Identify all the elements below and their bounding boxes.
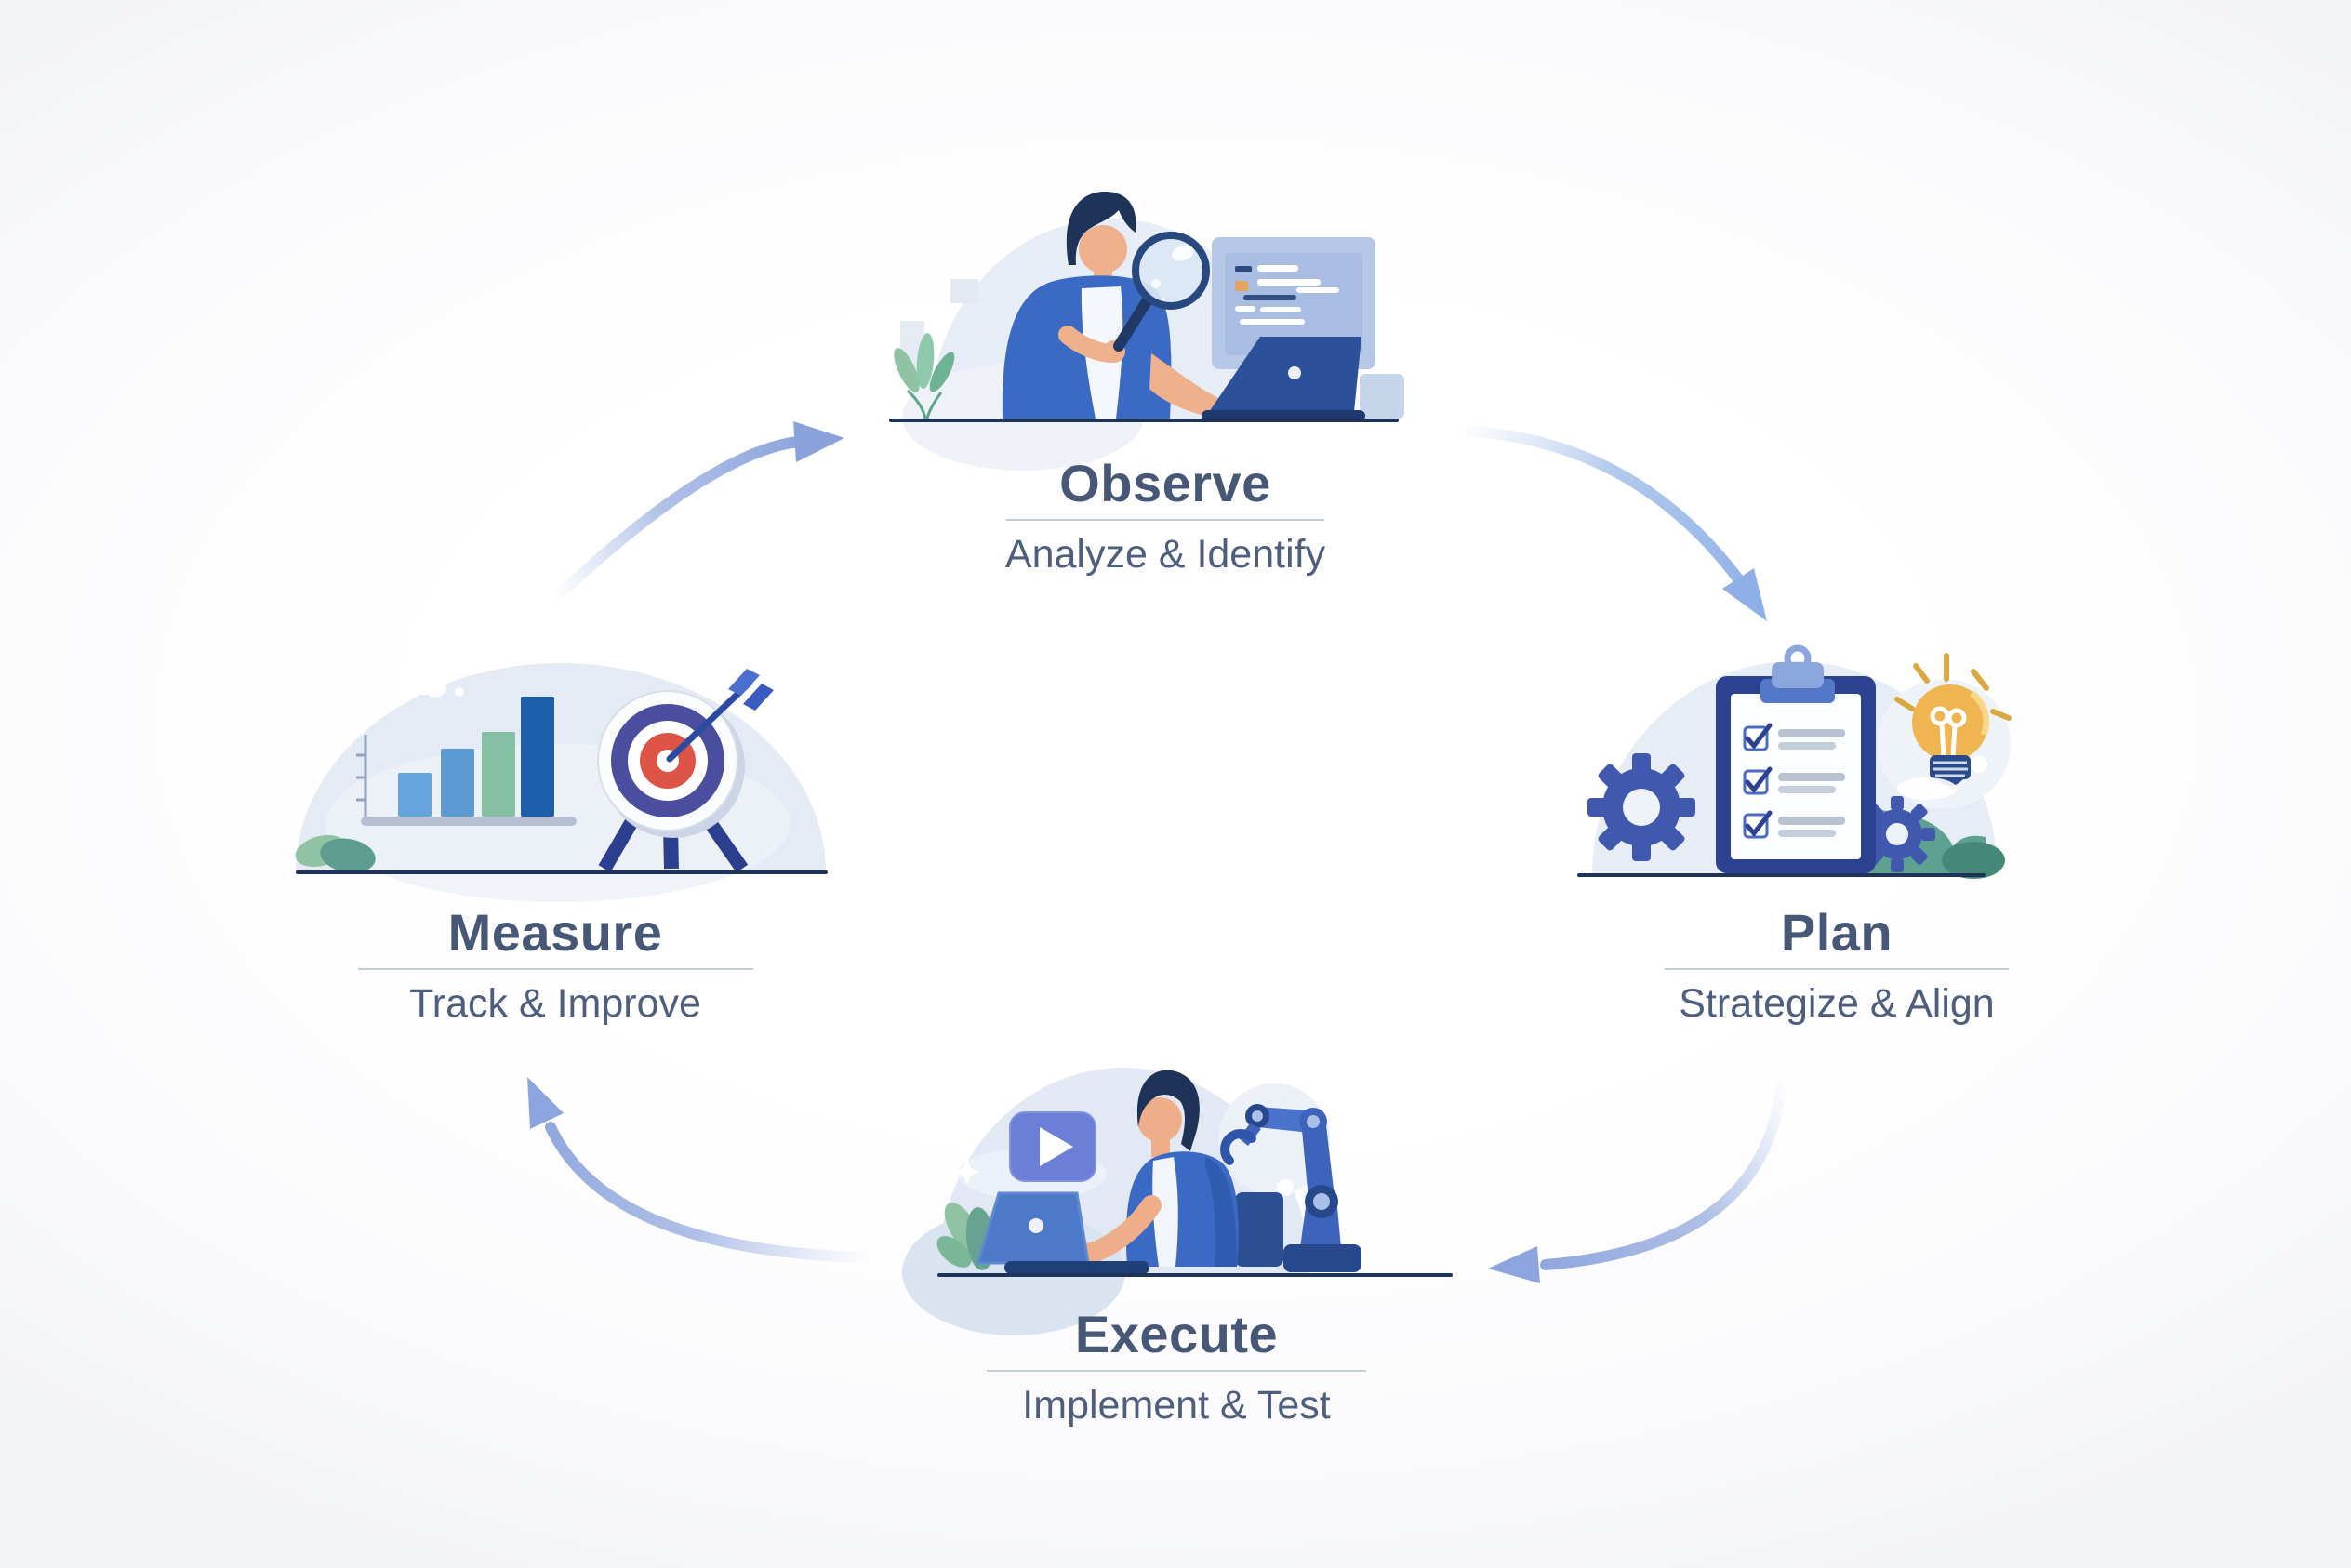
person [1002, 191, 1226, 419]
laptop-icon [976, 1191, 1149, 1274]
stage-observe: Observe Analyze & Identify [914, 458, 1416, 576]
bar-chart-icon [356, 697, 577, 826]
person [1079, 1070, 1239, 1267]
cloud-icon [394, 663, 464, 699]
stage-title: Observe [1059, 454, 1271, 512]
checklist-row [1743, 810, 1845, 839]
robot-arm-icon [1220, 1104, 1361, 1272]
lightbulb-icon [1894, 653, 2012, 786]
measure-illustration [295, 663, 828, 902]
desk-shelf [1360, 374, 1404, 419]
leaves-icon [295, 834, 376, 873]
gripper [1220, 1129, 1256, 1165]
dart-icon [666, 669, 774, 763]
clipboard-icon [1716, 644, 1876, 873]
stage-divider [1665, 968, 2009, 970]
magnifier-icon [1113, 232, 1210, 352]
hair [1066, 191, 1136, 265]
wall-detail [950, 279, 978, 303]
arrow-observe-to-plan [1452, 425, 1767, 621]
face [1079, 225, 1127, 273]
stage-plan: Plan Strategize & Align [1586, 907, 2088, 1025]
gear-icon [1587, 753, 1695, 861]
cloud-icon [1897, 777, 1957, 800]
checklist-icon [1743, 723, 1845, 839]
checklist-row [1743, 723, 1845, 751]
plant-icon [894, 333, 955, 419]
execute-illustration [902, 1068, 1453, 1335]
stage-title: Plan [1780, 903, 1893, 962]
filament [1930, 706, 1967, 758]
bar [521, 697, 554, 817]
arm-right [1149, 353, 1226, 416]
stage-title: Execute [1074, 1305, 1279, 1363]
bar [441, 749, 474, 817]
stage-subtitle: Track & Improve [409, 981, 701, 1026]
stage-title: Measure [447, 903, 663, 962]
t-shirt [1152, 1157, 1178, 1267]
arrow-measure-to-observe [538, 421, 844, 615]
bar [482, 732, 515, 817]
stage-measure: Measure Track & Improve [304, 907, 806, 1025]
stage-subtitle: Strategize & Align [1679, 981, 1995, 1026]
checklist-row [1743, 766, 1845, 795]
plan-illustration [1577, 644, 2012, 879]
sleeve [1205, 1157, 1237, 1267]
stage-execute: Execute Implement & Test [925, 1309, 1428, 1427]
play-button-icon [1009, 1111, 1096, 1182]
face [1137, 1097, 1182, 1142]
light-rays [1894, 653, 2012, 721]
target-icon [597, 690, 749, 873]
stage-divider [357, 968, 753, 970]
arm [1085, 1195, 1162, 1262]
observe-illustration [889, 191, 1404, 471]
desk-monitor [1235, 1192, 1283, 1267]
hair [1136, 1070, 1200, 1151]
sparkle-icon [954, 1159, 980, 1185]
arrow-execute-to-measure [527, 1077, 875, 1263]
stage-subtitle: Analyze & Identify [1004, 532, 1326, 577]
arrow-plan-to-execute [1488, 1071, 1787, 1283]
stage-subtitle: Implement & Test [1022, 1383, 1331, 1428]
stage-divider [987, 1370, 1366, 1372]
bar [398, 773, 432, 817]
stage-divider [1006, 519, 1324, 521]
